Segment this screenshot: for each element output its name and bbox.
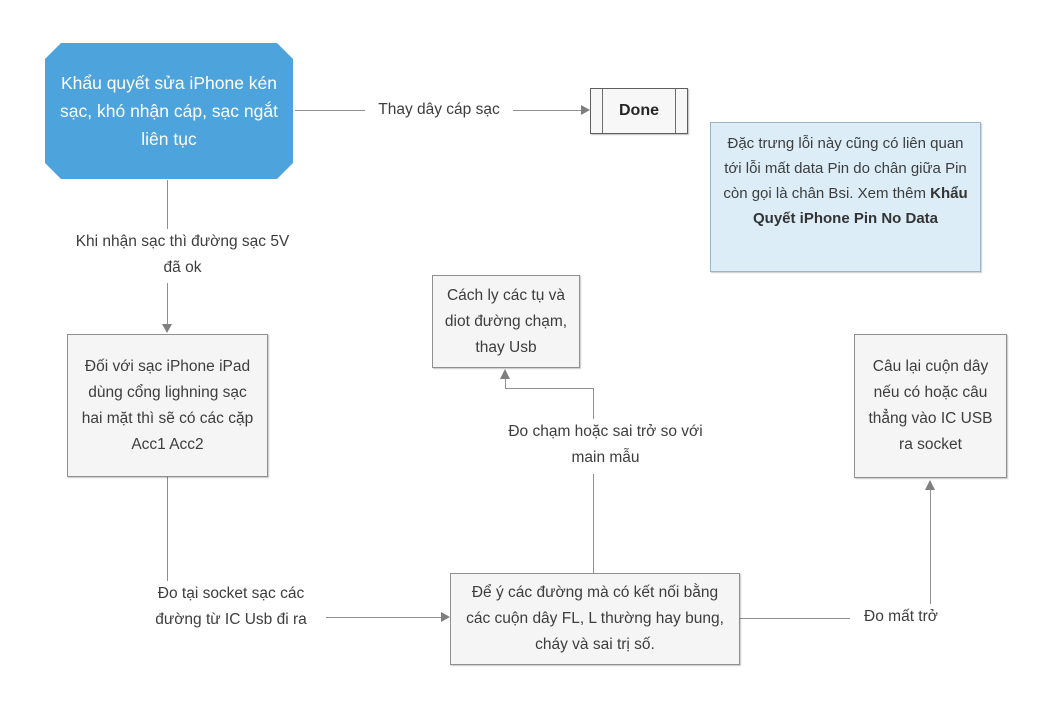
arrowhead-right-icon — [441, 612, 450, 622]
edge-label-thay-day-cap-sac: Thay dây cáp sạc — [365, 97, 513, 124]
dey-node: Để ý các đường mà có kết nối bằng các cu… — [450, 573, 740, 665]
done-node-label: Done — [619, 102, 659, 119]
note-text: Đặc trưng lỗi này cũng có liên quan tới … — [723, 135, 967, 202]
note-text-bold: Khẩu Quyết iPhone Pin No Data — [752, 185, 968, 227]
acc-node: Đối với sạc iPhone iPad dùng cổng lighni… — [67, 334, 268, 477]
edge-acc-dey-vertical — [167, 477, 168, 617]
start-node: Khẩu quyết sửa iPhone kén sạc, khó nhận … — [45, 43, 293, 179]
edge-label-khi-nhan-sac: Khi nhận sạc thì đường sạc 5V đã ok — [75, 229, 290, 283]
note-box: Đặc trưng lỗi này cũng có liên quan tới … — [710, 122, 981, 272]
edge-dey-caulai-vertical — [930, 487, 931, 618]
edge-label-do-tai-socket: Đo tại socket sạc các đường từ IC Usb đi… — [136, 581, 326, 657]
edge-dey-cachly-vertical — [593, 388, 594, 573]
done-node: Done — [590, 88, 688, 134]
edge-label-do-cham: Đo chạm hoặc sai trở so với main mẫu — [498, 419, 713, 474]
start-node-label: Khẩu quyết sửa iPhone kén sạc, khó nhận … — [60, 73, 278, 149]
arrowhead-up-icon — [500, 369, 510, 379]
edge-dey-cachly-stub — [505, 379, 506, 389]
predefined-process-bar — [675, 89, 676, 133]
arrowhead-down-icon — [162, 324, 172, 333]
dey-node-label: Để ý các đường mà có kết nối bằng các cu… — [466, 584, 724, 653]
cachly-node: Cách ly các tụ và diot đường chạm, thay … — [432, 275, 580, 368]
caulai-node-label: Câu lại cuộn dây nếu có hoặc câu thẳng v… — [868, 358, 993, 453]
edge-label-do-mat-tro: Đo mất trở — [850, 604, 952, 632]
cachly-node-label: Cách ly các tụ và diot đường chạm, thay … — [444, 286, 568, 356]
edge-dey-caulai-horizontal — [740, 618, 930, 619]
edge-dey-cachly-bend — [505, 388, 594, 389]
arrowhead-up-icon — [925, 480, 935, 490]
caulai-node: Câu lại cuộn dây nếu có hoặc câu thẳng v… — [854, 334, 1007, 478]
predefined-process-bar — [602, 89, 603, 133]
acc-node-label: Đối với sạc iPhone iPad dùng cổng lighni… — [81, 357, 254, 453]
arrowhead-right-icon — [581, 105, 590, 115]
